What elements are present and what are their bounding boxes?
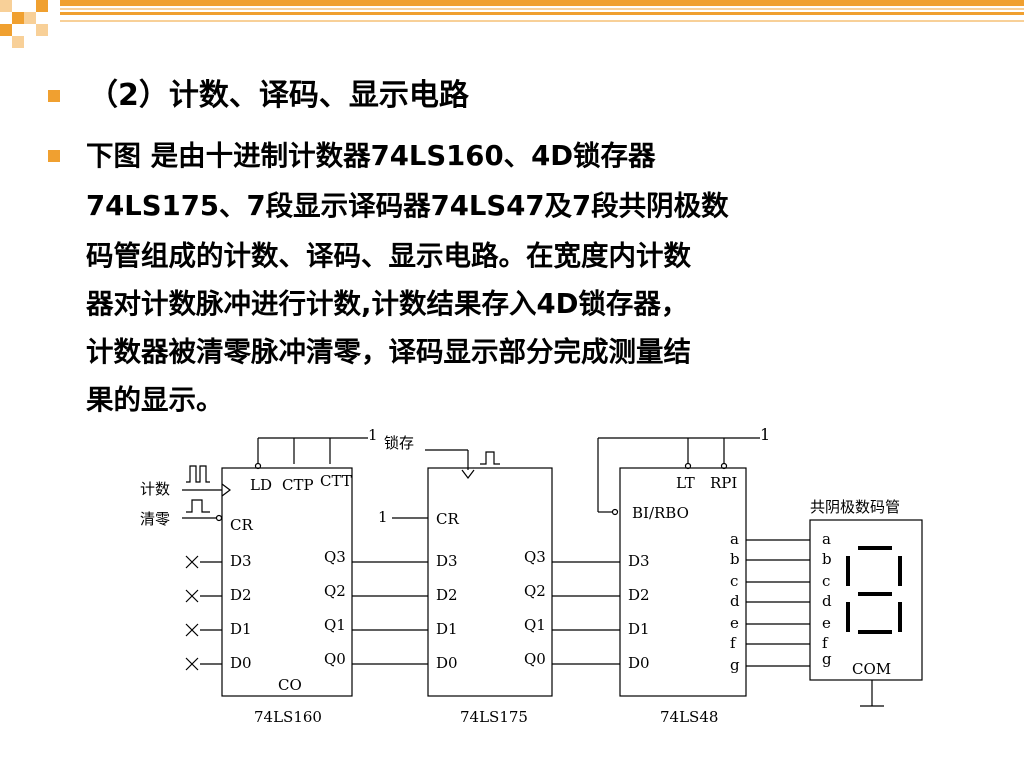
chip3-out-c: c	[730, 572, 738, 590]
chip3-out-e: e	[730, 614, 739, 632]
display-com: COM	[852, 660, 891, 678]
header-decoration	[0, 0, 1024, 48]
chip3-out-g: g	[730, 656, 740, 674]
chip3-d2: D2	[628, 586, 650, 604]
chip1-cr: CR	[230, 516, 253, 534]
chip1-q2: Q2	[324, 582, 346, 600]
chip1-ld: LD	[250, 476, 272, 494]
chip3-bi: BI/RBO	[632, 504, 689, 522]
latch-label: 锁存	[384, 434, 414, 452]
chip3-name: 74LS48	[660, 708, 718, 726]
chip1-q1: Q1	[324, 616, 346, 634]
chip2-q2: Q2	[524, 582, 546, 600]
chip1-d1: D1	[230, 620, 252, 638]
chip3-out-b: b	[730, 550, 740, 568]
chip3-d3: D3	[628, 552, 650, 570]
bullet-icon	[48, 150, 60, 162]
chip3-out-a: a	[730, 530, 739, 548]
chip1-d0: D0	[230, 654, 252, 672]
chip1-d3: D3	[230, 552, 252, 570]
input-count-label: 计数	[140, 480, 170, 498]
one-label: 1	[760, 425, 770, 444]
bullet-icon	[48, 90, 60, 102]
chip1-d2: D2	[230, 586, 252, 604]
chip2-d2: D2	[436, 586, 458, 604]
chip2-cr: CR	[436, 510, 459, 528]
chip1-ctt: CTT	[320, 472, 352, 490]
display-seg-d: d	[822, 592, 832, 610]
chip2-d3: D3	[436, 552, 458, 570]
chip1-name: 74LS160	[254, 708, 322, 726]
one-label: 1	[368, 426, 378, 444]
paragraph-line: 计数器被清零脉冲清零，译码显示部分完成测量结	[86, 336, 691, 368]
chip2-q3: Q3	[524, 548, 546, 566]
chip3-out-d: d	[730, 592, 740, 610]
input-clear-label: 清零	[140, 510, 170, 528]
chip3-d1: D1	[628, 620, 650, 638]
display-seg-b: b	[822, 550, 832, 568]
paragraph-line: 74LS175、7段显示译码器74LS47及7段共阴极数	[86, 190, 729, 222]
paragraph-line: 器对计数脉冲进行计数,计数结果存入4D锁存器，	[86, 288, 689, 320]
chip2-q1: Q1	[524, 616, 546, 634]
chip3-d0: D0	[628, 654, 650, 672]
section-heading: （2）计数、译码、显示电路	[88, 78, 469, 113]
paragraph-line: 码管组成的计数、译码、显示电路。在宽度内计数	[86, 240, 691, 272]
display-seg-f: f	[822, 634, 829, 652]
paragraph-line: 下图 是由十进制计数器74LS160、4D锁存器	[86, 140, 656, 172]
chip1-co: CO	[278, 676, 302, 694]
display-seg-e: e	[822, 614, 831, 632]
chip2-d1: D1	[436, 620, 458, 638]
chip3-out-f: f	[730, 634, 737, 652]
display-title: 共阴极数码管	[810, 498, 900, 516]
chip2-name: 74LS175	[460, 708, 528, 726]
chip1-ctp: CTP	[282, 476, 314, 494]
chip3-lt: LT	[676, 474, 695, 492]
paragraph-line: 果的显示。	[86, 384, 224, 416]
chip1-q3: Q3	[324, 548, 346, 566]
display-seg-c: c	[822, 572, 830, 590]
chip3-rpi: RPI	[710, 474, 737, 492]
display-seg-g: g	[822, 650, 832, 668]
chip2-d0: D0	[436, 654, 458, 672]
chip1-q0: Q0	[324, 650, 346, 668]
display-seg-a: a	[822, 530, 831, 548]
one-label: 1	[378, 508, 388, 526]
chip2-q0: Q0	[524, 650, 546, 668]
